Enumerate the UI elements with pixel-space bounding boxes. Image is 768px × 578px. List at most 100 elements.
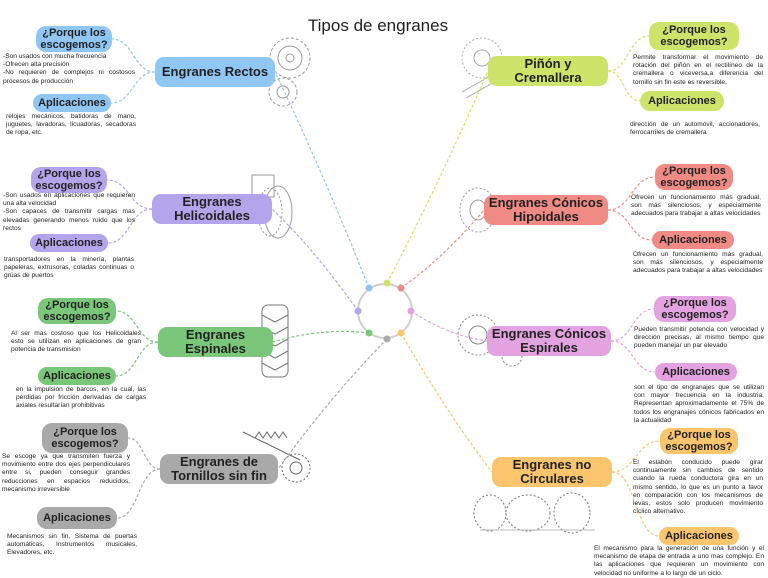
why-node-espinales-label: ¿Porque los escogemos? <box>43 299 111 323</box>
why-node-rectos[interactable]: ¿Porque los escogemos? <box>36 26 112 52</box>
hub-dot-espinales <box>365 329 373 337</box>
why-link-tornillos <box>127 437 161 470</box>
app-link-pinon <box>607 70 641 102</box>
app-node-nocirculares[interactable]: Aplicaciones <box>659 527 739 545</box>
why-text-espirales: Pueden transmitir potencia con velocidad… <box>634 326 764 350</box>
why-text-rectos: -Son usados con mucha frecuencia -Ofrece… <box>3 53 135 85</box>
topic-tornillos-label: Engranes de Tornillos sin fin <box>171 454 267 483</box>
why-node-helicoidales[interactable]: ¿Porque los escogemos? <box>31 167 107 193</box>
topic-helicoidales-label: Engranes Helicoidales <box>174 194 250 223</box>
worm-gear-illustration <box>242 431 311 483</box>
topic-espirales[interactable]: Engranes Cónicos Espirales <box>487 326 611 356</box>
app-link-helicoidales <box>107 208 153 244</box>
central-hub-ring <box>357 283 413 339</box>
app-node-hipoidales-label: Aplicaciones <box>659 234 727 246</box>
hub-dot-hipoidales <box>397 284 405 292</box>
hub-link-pinon <box>386 70 489 284</box>
hub-link-nocirculares <box>400 332 493 473</box>
topic-pinon-label: Piñón y Cremallera <box>514 56 582 85</box>
app-node-pinon[interactable]: Aplicaciones <box>640 91 724 111</box>
why-text-espinales: Al ser mas costoso que los Helicoidales … <box>11 330 141 354</box>
app-link-rectos <box>110 71 156 104</box>
app-text-nocirculares: El mecanismo para la generación de una f… <box>594 545 764 577</box>
app-node-hipoidales[interactable]: Aplicaciones <box>652 231 734 249</box>
hub-link-espinales <box>272 330 370 343</box>
topic-pinon[interactable]: Piñón y Cremallera <box>488 56 608 86</box>
why-node-tornillos[interactable]: ¿Porque los escogemos? <box>42 423 128 453</box>
app-node-tornillos-label: Aplicaciones <box>43 512 111 524</box>
why-link-espinales <box>115 310 159 343</box>
page-title: Tipos de engranes <box>307 16 449 35</box>
why-text-pinon: Permite transformar el movimiento de rot… <box>633 54 763 86</box>
app-node-espirales-label: Aplicaciones <box>662 366 730 378</box>
app-node-tornillos[interactable]: Aplicaciones <box>37 507 117 529</box>
app-link-hipoidales <box>607 209 653 241</box>
hub-dot-rectos <box>365 284 373 292</box>
why-node-espirales-label: ¿Porque los escogemos? <box>661 297 729 321</box>
hub-dot-espirales <box>407 307 415 315</box>
app-node-nocirculares-label: Aplicaciones <box>665 530 733 542</box>
why-node-espirales[interactable]: ¿Porque los escogemos? <box>654 296 736 322</box>
topic-espirales-label: Engranes Cónicos Espirales <box>491 326 607 355</box>
why-node-nocirculares[interactable]: ¿Porque los escogemos? <box>660 428 738 454</box>
topic-hipoidales[interactable]: Engranes Cónicos Hipoidales <box>484 195 608 225</box>
app-node-rectos-label: Aplicaciones <box>38 97 106 109</box>
app-text-rectos: relojes mecánicos, batidoras de mano, ju… <box>6 113 136 137</box>
why-link-espirales <box>610 308 655 342</box>
topic-helicoidales[interactable]: Engranes Helicoidales <box>152 194 272 224</box>
why-node-hipoidales-label: ¿Porque los escogemos? <box>660 165 728 189</box>
app-node-rectos[interactable]: Aplicaciones <box>33 94 111 112</box>
app-node-espinales-label: Aplicaciones <box>43 370 111 382</box>
app-link-espinales <box>115 341 159 377</box>
app-text-pinon: dirección de un automóvil, accionadores,… <box>630 121 760 137</box>
topic-nocirculares[interactable]: Engranes no Circulares <box>492 457 612 487</box>
hub-link-helicoidales <box>271 208 359 312</box>
why-node-rectos-label: ¿Porque los escogemos? <box>40 27 108 51</box>
why-node-nocirculares-label: ¿Porque los escogemos? <box>665 429 733 453</box>
why-link-hipoidales <box>607 176 656 211</box>
why-node-tornillos-label: ¿Porque los escogemos? <box>51 426 119 450</box>
why-link-helicoidales <box>106 179 153 210</box>
topic-tornillos[interactable]: Engranes de Tornillos sin fin <box>160 454 278 484</box>
app-text-helicoidales: transportadores en la minería, plantas p… <box>4 256 134 280</box>
topic-nocirculares-label: Engranes no Circulares <box>512 457 592 486</box>
topic-espinales-label: Engranes Espinales <box>185 327 246 356</box>
app-text-hipoidales: Ofrecen un funcionamiento más gradual, s… <box>633 251 763 275</box>
hub-link-espirales <box>410 310 488 342</box>
app-node-helicoidales[interactable]: Aplicaciones <box>30 234 108 252</box>
topic-hipoidales-label: Engranes Cónicos Hipoidales <box>488 195 604 224</box>
app-node-helicoidales-label: Aplicaciones <box>35 237 103 249</box>
why-node-pinon-label: ¿Porque los escogemos? <box>660 24 728 48</box>
topic-rectos-label: Engranes Rectos <box>161 64 269 79</box>
hub-link-hipoidales <box>400 209 485 289</box>
hub-link-rectos <box>274 71 370 289</box>
why-link-pinon <box>607 35 650 72</box>
hub-dot-pinon <box>383 279 391 287</box>
why-node-espinales[interactable]: ¿Porque los escogemos? <box>38 298 116 324</box>
hub-dot-helicoidales <box>354 307 362 315</box>
hub-dot-tornillos <box>383 335 391 343</box>
app-node-pinon-label: Aplicaciones <box>648 95 716 107</box>
why-text-tornillos: Se escoge ya que transmiten fuerza y mov… <box>2 453 130 493</box>
why-node-helicoidales-label: ¿Porque los escogemos? <box>35 168 103 192</box>
app-node-espirales[interactable]: Aplicaciones <box>655 363 737 381</box>
why-text-nocirculares: El eslabón conducido puede girar continu… <box>633 459 763 516</box>
app-text-espirales: son el tipo de engranajes que se utiliza… <box>634 384 764 424</box>
noncircular-gears-illustration <box>473 492 595 534</box>
app-link-nocirculares <box>611 471 660 537</box>
hub-dot-nocirculares <box>397 329 405 337</box>
why-link-nocirculares <box>611 440 661 473</box>
app-text-espinales: en la impulsión de barcos, en la cual, l… <box>16 386 146 410</box>
topic-espinales[interactable]: Engranes Espinales <box>158 327 273 357</box>
why-text-helicoidales: -Son usados en aplicaciones que requiere… <box>3 192 135 232</box>
app-link-tornillos <box>116 468 161 519</box>
app-text-tornillos: Mecanismos sin fin, Sistema de puertas a… <box>7 533 137 557</box>
why-node-pinon[interactable]: ¿Porque los escogemos? <box>649 22 739 50</box>
topic-rectos[interactable]: Engranes Rectos <box>155 57 275 87</box>
why-link-rectos <box>111 38 156 73</box>
why-text-hipoidales: Ofrecen un funcionamiento más gradual, s… <box>631 194 761 218</box>
why-node-hipoidales[interactable]: ¿Porque los escogemos? <box>655 164 733 190</box>
app-link-espirales <box>610 340 656 373</box>
app-node-espinales[interactable]: Aplicaciones <box>38 367 116 385</box>
hub-link-tornillos <box>277 338 388 470</box>
